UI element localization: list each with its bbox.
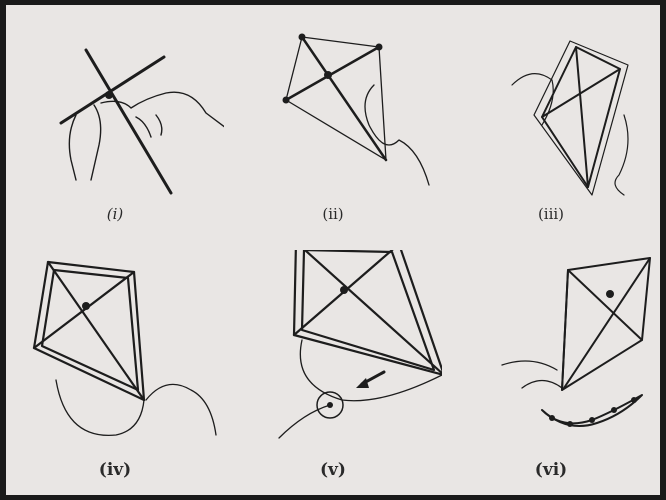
step-5-illustration bbox=[278, 250, 442, 439]
paper-border bbox=[533, 40, 629, 196]
kite-frame bbox=[292, 250, 442, 376]
long-stick bbox=[84, 48, 173, 195]
centre-dot bbox=[606, 290, 614, 298]
centre-dot bbox=[82, 302, 90, 310]
step-1-panel: (i) bbox=[6, 5, 224, 250]
arrow-icon bbox=[356, 370, 386, 388]
knot-highlight-circle bbox=[316, 391, 344, 419]
step-6-panel: (vi) bbox=[442, 250, 660, 495]
spar-stick bbox=[284, 45, 381, 102]
spine-stick bbox=[300, 35, 388, 162]
cross-stick bbox=[59, 55, 166, 125]
diagram-page: (i) (ii) bbox=[6, 5, 660, 495]
step-4-caption: (iv) bbox=[98, 460, 132, 480]
string bbox=[278, 404, 331, 439]
step-4-illustration bbox=[32, 260, 217, 437]
hand-and-string bbox=[511, 73, 629, 196]
hands bbox=[68, 91, 224, 181]
centre-dot bbox=[340, 286, 348, 294]
step-3-caption: (iii) bbox=[537, 205, 565, 223]
decorated-tail bbox=[541, 394, 643, 427]
string-and-hand bbox=[55, 379, 217, 437]
step-6-illustration bbox=[501, 257, 651, 427]
tail-loop bbox=[299, 339, 442, 402]
frame-string bbox=[285, 36, 387, 161]
step-6-caption: (vi) bbox=[534, 460, 568, 480]
joint-dot bbox=[105, 91, 113, 99]
step-2-panel: (ii) bbox=[224, 5, 442, 250]
step-5-panel: (v) bbox=[224, 250, 442, 495]
step-1-illustration bbox=[59, 48, 224, 195]
step-5-caption: (v) bbox=[320, 460, 346, 480]
step-1-caption: (i) bbox=[106, 205, 124, 223]
step-2-illustration bbox=[282, 33, 430, 186]
step-3-illustration bbox=[511, 40, 629, 196]
hand bbox=[501, 360, 563, 389]
step-2-caption: (ii) bbox=[322, 205, 344, 223]
tail-bows bbox=[549, 397, 637, 427]
hand bbox=[364, 84, 430, 186]
step-4-panel: (iv) bbox=[6, 250, 224, 495]
step-3-panel: (iii) bbox=[442, 5, 660, 250]
